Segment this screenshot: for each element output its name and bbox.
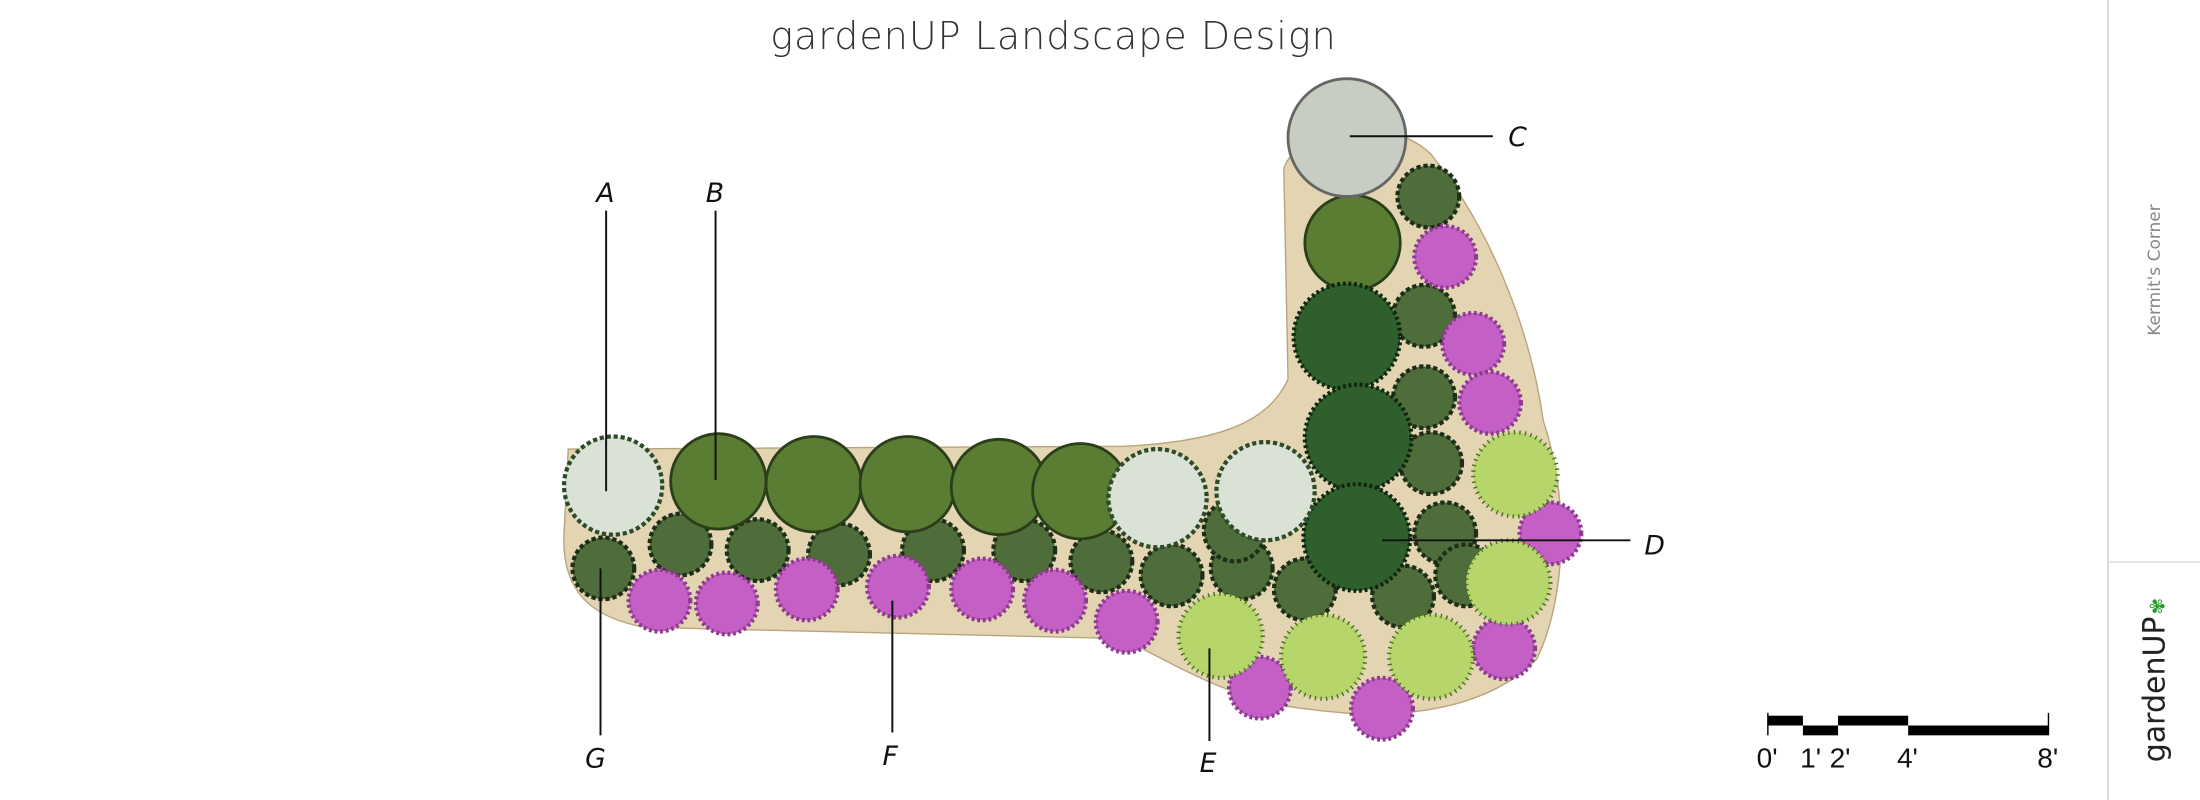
label-g: G <box>585 744 606 775</box>
dark-green-shrub <box>1302 382 1414 494</box>
medium-green-shrub <box>1303 193 1402 292</box>
scale-tick-1: 1' <box>1800 743 1821 774</box>
scale-tick-2: 2' <box>1830 743 1851 774</box>
small-shrub <box>724 517 791 584</box>
project-name: Kermit's Corner <box>2145 204 2165 336</box>
logo-text: gardenUP <box>2137 616 2173 763</box>
pink-flowering-shrub <box>1440 310 1507 377</box>
scale-bar: 0' 1' 2' 4' 8' <box>1757 712 2058 774</box>
pink-flowering-shrub <box>1022 567 1089 634</box>
label-c: C <box>1508 122 1527 153</box>
gardenup-logo: gardenUP✾ <box>2138 598 2173 763</box>
scale-segment-2-4 <box>1838 715 1909 726</box>
pink-flowering-shrub <box>949 556 1016 623</box>
lime-grass-plant <box>1464 538 1553 627</box>
pink-flowering-shrub <box>1471 615 1538 682</box>
pink-flowering-shrub <box>773 556 840 623</box>
pink-flowering-shrub <box>1412 223 1479 290</box>
medium-green-shrub <box>764 435 863 534</box>
label-f: F <box>883 741 899 772</box>
small-shrub <box>1391 282 1458 349</box>
label-b: B <box>706 178 724 209</box>
scale-tick-8: 8' <box>2037 743 2058 774</box>
small-shrub <box>1395 163 1462 230</box>
lime-grass-plant <box>1471 430 1560 519</box>
label-d: D <box>1644 530 1665 561</box>
pink-flowering-shrub <box>626 567 693 634</box>
leader-lines <box>599 135 1631 741</box>
medium-green-shrub <box>858 435 957 534</box>
variegated-shrub <box>561 434 665 537</box>
small-shrub <box>647 511 714 578</box>
scale-tick-0: 0' <box>1757 743 1778 774</box>
sidebar-divider <box>2109 561 2200 563</box>
scale-segment-0-1 <box>1767 715 1803 726</box>
leaf-icon: ✾ <box>2145 597 2170 615</box>
lime-grass-plant <box>1386 612 1476 701</box>
small-shrub <box>1138 542 1205 609</box>
pink-flowering-shrub <box>1349 675 1415 742</box>
pink-flowering-shrub <box>1517 500 1584 567</box>
variegated-shrub <box>1214 439 1317 543</box>
pink-flowering-shrub <box>693 570 760 637</box>
pink-flowering-shrub <box>1093 588 1160 655</box>
label-e: E <box>1200 748 1217 779</box>
dark-green-shrub <box>1301 482 1413 593</box>
medium-green-shrub <box>669 432 768 531</box>
sidebar: Kermit's Corner gardenUP✾ <box>2107 0 2200 800</box>
ornamental-tree-c <box>1286 77 1408 198</box>
scale-segment-1-2 <box>1802 725 1839 736</box>
scale-tick-4: 4' <box>1897 743 1918 774</box>
scale-segment-4-8 <box>1908 725 2049 736</box>
variegated-shrub <box>1106 447 1209 550</box>
pink-flowering-shrub <box>864 553 931 620</box>
lime-grass-plant <box>1176 591 1265 680</box>
small-shrub <box>570 535 637 602</box>
dark-green-shrub <box>1291 281 1403 393</box>
small-shrub <box>1398 430 1465 497</box>
lime-grass-plant <box>1278 612 1368 701</box>
pink-flowering-shrub <box>1457 369 1524 436</box>
small-shrub <box>1391 364 1458 431</box>
label-a: A <box>594 178 614 209</box>
page-title: gardenUP Landscape Design <box>770 14 1337 58</box>
pink-flowering-shrub <box>1226 654 1293 721</box>
small-shrub <box>1068 528 1135 595</box>
